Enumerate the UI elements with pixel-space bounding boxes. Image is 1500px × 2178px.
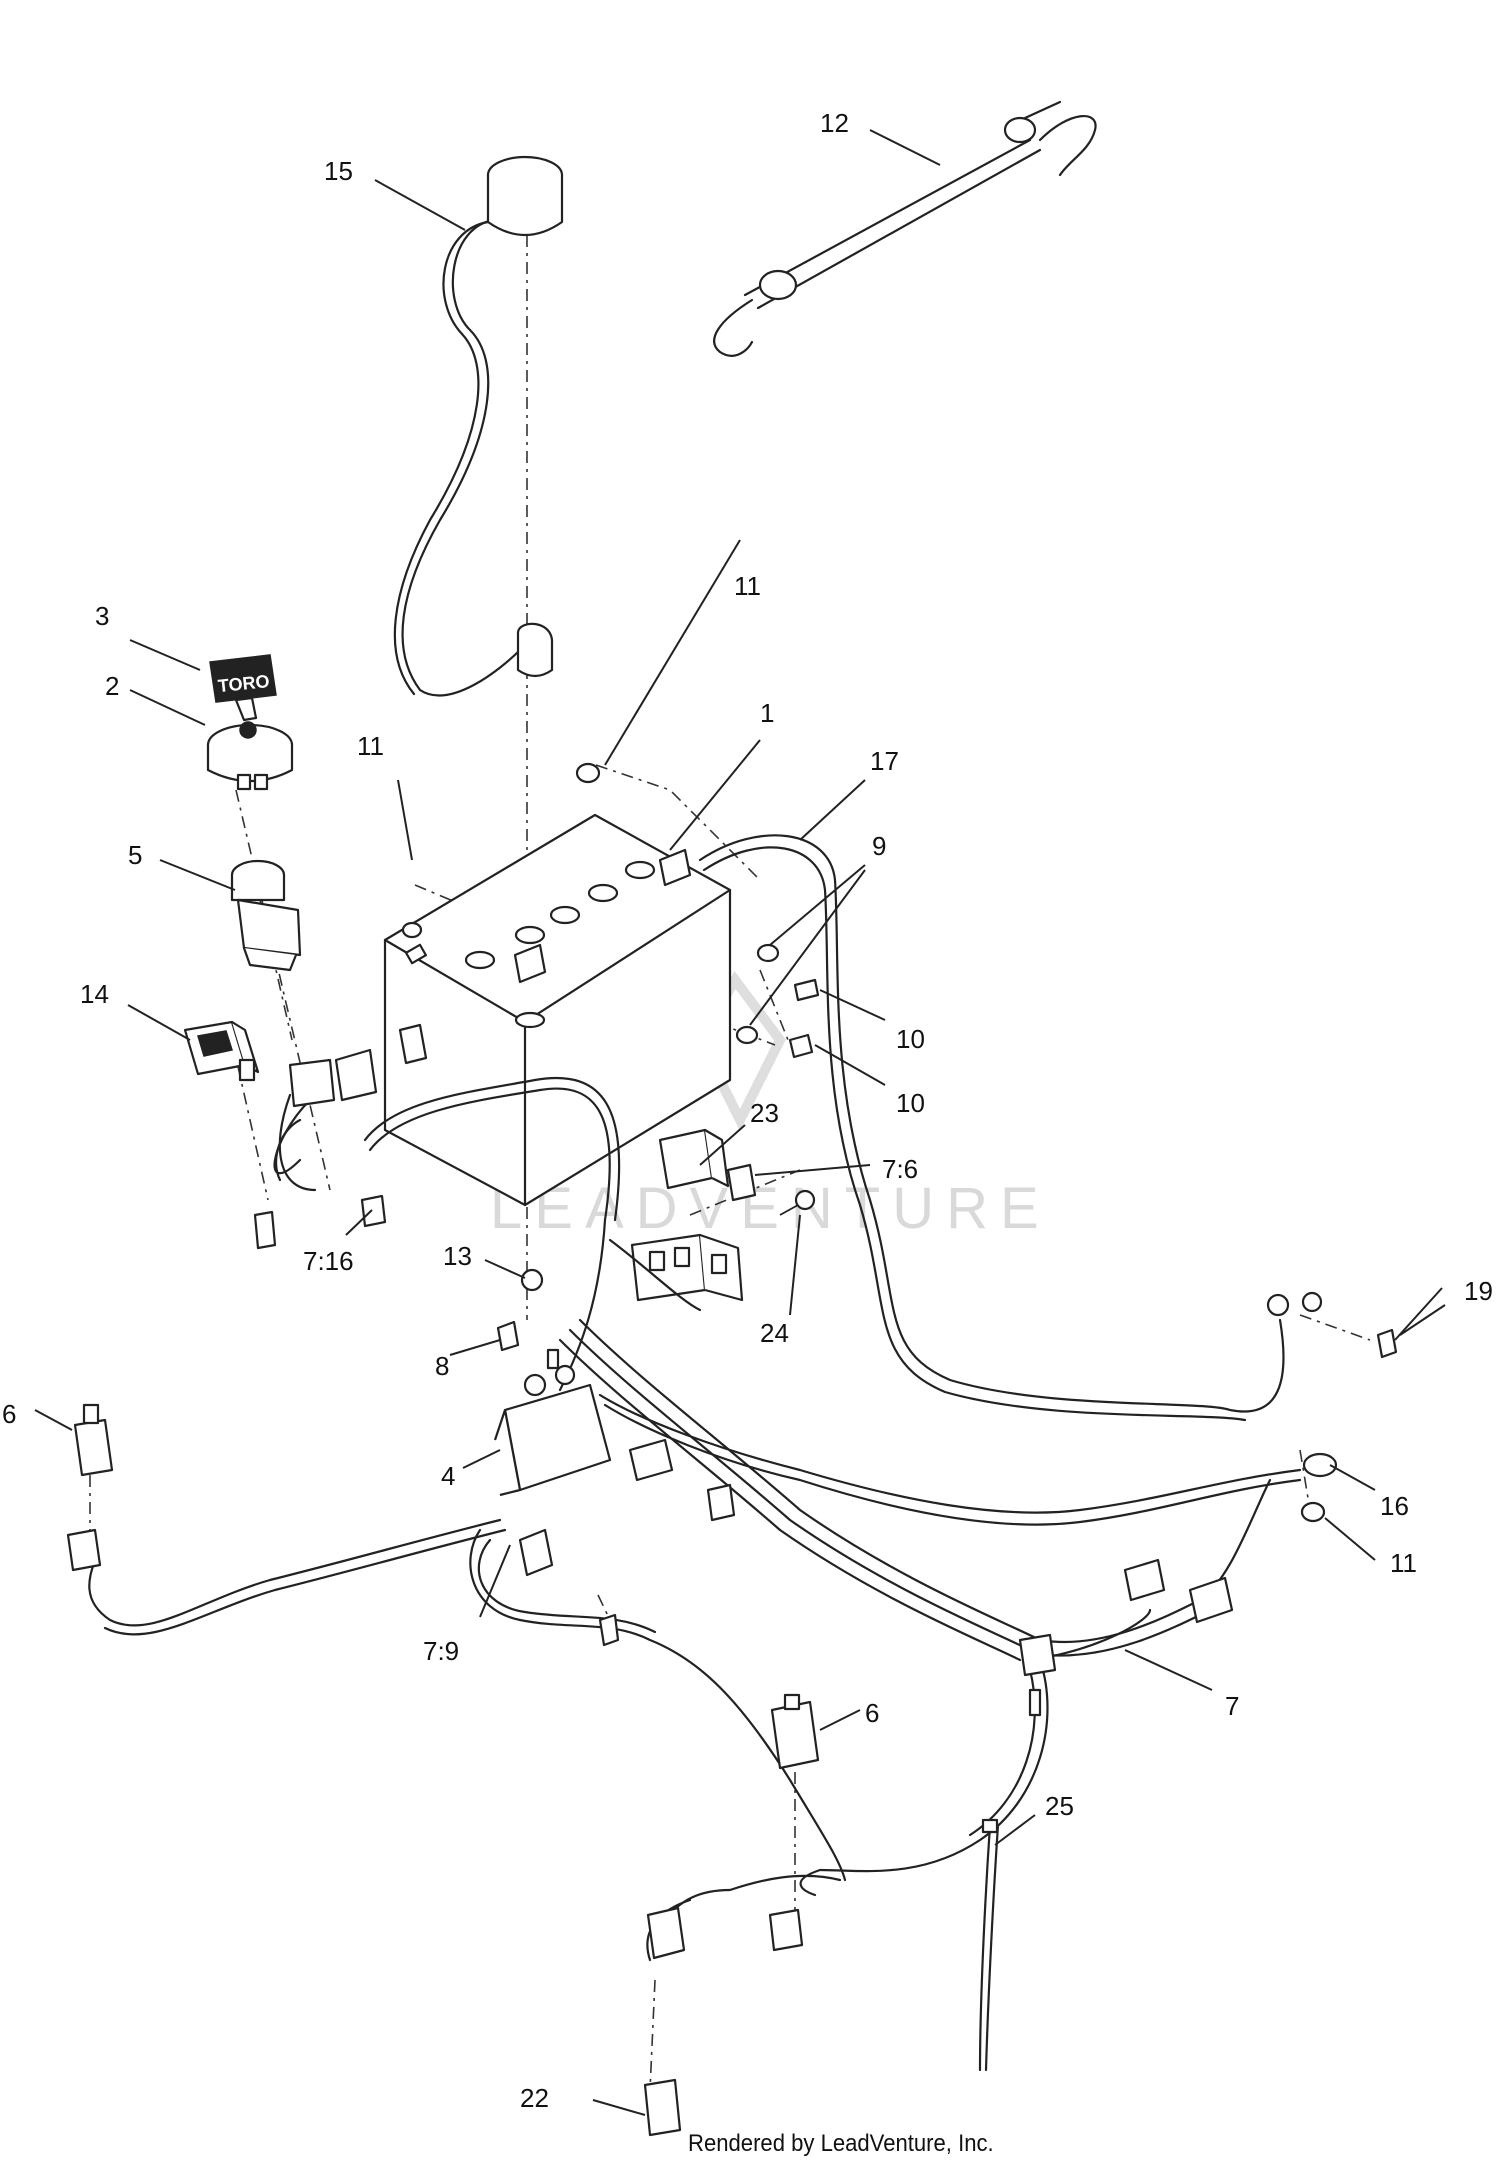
callout-labels: 15 12 3 2 11 11 1 17 9 5 10 10 14 23 7:6…	[2, 108, 1493, 2113]
wiring-harness-part-7	[88, 1076, 1272, 1962]
callout-7-16: 7:16	[303, 1246, 354, 1276]
battery-part-1	[383, 813, 732, 1207]
nut-13	[520, 1268, 544, 1292]
nut-11-upper	[575, 762, 601, 784]
hardware-nuts-bolts	[401, 762, 1398, 1523]
callout-5: 5	[128, 840, 142, 870]
bolt-10a	[793, 978, 820, 1002]
callout-11-right: 11	[1390, 1548, 1417, 1578]
callout-2: 2	[105, 671, 119, 701]
solenoid-part-4	[493, 1348, 612, 1497]
callout-3: 3	[95, 601, 109, 631]
callout-16: 16	[1380, 1491, 1409, 1521]
cable-tie-part-25	[978, 1818, 1000, 2072]
positive-cable-part-17	[698, 834, 1323, 1422]
leadventure-watermark: LEADVENTURE	[490, 970, 1051, 1241]
callout-7-6: 7:6	[882, 1154, 918, 1184]
hold-down-strap-part-12	[713, 100, 1097, 357]
bolt-10b	[788, 1033, 814, 1059]
callout-10-lower: 10	[896, 1088, 925, 1118]
callout-8: 8	[435, 1351, 449, 1381]
callout-1: 1	[760, 698, 774, 728]
render-credit: Rendered by LeadVenture, Inc.	[688, 2130, 994, 2157]
callout-24: 24	[760, 1318, 789, 1348]
washer-9b	[735, 1025, 759, 1045]
callout-6-right: 6	[865, 1698, 879, 1728]
fuse-block	[630, 1233, 744, 1302]
battery-cable-part-15	[393, 155, 564, 697]
callout-13: 13	[443, 1241, 472, 1271]
bolt-19	[1376, 1328, 1398, 1359]
washer-9a	[756, 943, 780, 963]
callout-7-9: 7:9	[423, 1636, 459, 1666]
callout-19: 19	[1464, 1276, 1493, 1306]
ignition-switch-part-2	[206, 721, 294, 791]
relay-part-23	[658, 1128, 730, 1190]
fuse-part-7-6	[726, 1163, 757, 1202]
callout-9: 9	[872, 831, 886, 861]
callout-6-left: 6	[2, 1399, 16, 1429]
callout-10-upper: 10	[896, 1024, 925, 1054]
callout-15: 15	[324, 156, 353, 186]
watermark-text: LEADVENTURE	[490, 1176, 1051, 1241]
harness-connectors	[253, 1023, 1234, 1717]
callout-17: 17	[870, 746, 899, 776]
nut-11-right	[1300, 1501, 1326, 1523]
callout-11-top: 11	[734, 571, 761, 601]
hour-meter-part-14	[183, 1020, 260, 1082]
screw-part-24	[779, 1189, 816, 1216]
leader-lines	[34, 129, 1446, 2116]
callout-23: 23	[750, 1098, 779, 1128]
callout-25: 25	[1045, 1791, 1074, 1821]
callout-11-left: 11	[357, 731, 384, 761]
interlock-switch-part-6b	[768, 1693, 820, 1952]
nut-11-left	[401, 921, 423, 939]
callout-4: 4	[441, 1461, 455, 1491]
bolt-8	[496, 1320, 520, 1352]
callout-7: 7	[1225, 1691, 1239, 1721]
callout-12: 12	[820, 108, 849, 138]
switch-part-22	[643, 1906, 686, 2137]
pto-switch-part-5	[230, 859, 302, 972]
interlock-switch-part-6a	[66, 1403, 114, 1572]
callout-22: 22	[520, 2083, 549, 2113]
ignition-key-part-3: TORO	[209, 654, 277, 722]
callout-14: 14	[80, 979, 109, 1009]
